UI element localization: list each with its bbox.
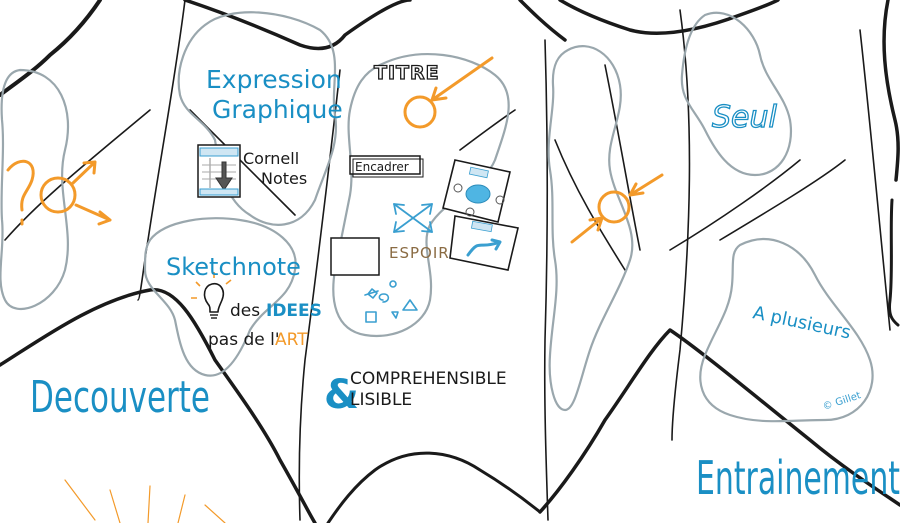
decouverte-title: Decouverte	[30, 372, 210, 423]
mindmap-card	[442, 159, 511, 223]
arrow-card	[449, 215, 519, 271]
target-icon-titre	[403, 56, 494, 129]
empty-frame	[330, 237, 380, 276]
lightbulb-icon	[191, 272, 232, 319]
sketchnote-label: Sketchnote	[166, 253, 301, 281]
target-icon-right	[570, 173, 664, 244]
titre-label: TITRE	[374, 62, 440, 84]
ampersand-icon: &	[324, 372, 359, 418]
des-label: des	[230, 301, 260, 321]
seul-label: Seul	[712, 100, 778, 135]
shapes-icon	[364, 280, 418, 323]
target-icon-left	[6, 159, 112, 226]
blob-shapes	[0, 11, 874, 423]
encadrer-frame	[349, 155, 424, 178]
panel-dividers	[4, 0, 891, 521]
cornell-notes-icon	[197, 144, 241, 198]
expression-line2: Graphique	[212, 95, 343, 124]
espoir-label: ESPOIR	[389, 244, 450, 262]
comprehensible-label: COMPREHENSIBLE	[350, 369, 507, 389]
idees-label: IDEES	[266, 301, 322, 321]
cornell-line1: Cornell	[243, 149, 299, 168]
cornell-line2: Notes	[261, 169, 307, 188]
move-arrows-icon	[393, 203, 433, 233]
encadrer-label: Encadrer	[355, 160, 409, 174]
entrainement-title: Entrainement	[696, 451, 900, 505]
pas-de-l-label: pas de l'	[208, 330, 280, 350]
lisible-label: LISIBLE	[350, 390, 412, 410]
art-label: ART	[275, 330, 308, 350]
sun-rays-decoration	[64, 479, 226, 523]
expression-line1: Expression	[206, 65, 342, 94]
